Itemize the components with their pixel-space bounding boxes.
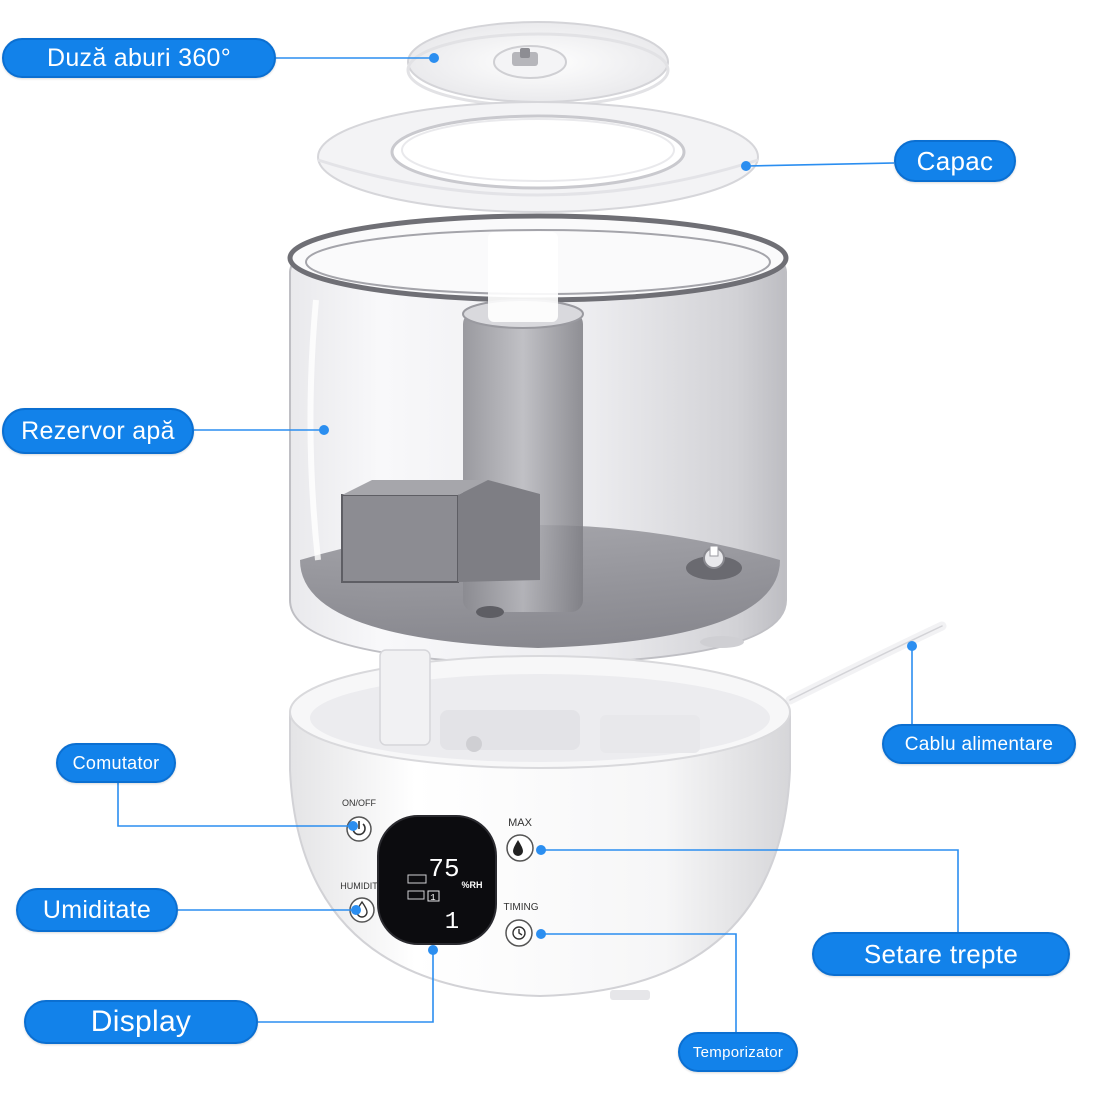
callout-label: Display [90, 1005, 192, 1038]
callout-switch: Comutator [56, 743, 176, 783]
callout-display: Display [24, 1000, 258, 1044]
callout-label: Rezervor apă [21, 416, 175, 445]
humidity-unit: %RH [461, 880, 482, 890]
humidity-label: HUMIDITY [340, 881, 384, 891]
max-label: MAX [508, 817, 533, 829]
callout-label: Comutator [72, 753, 160, 773]
timer-button[interactable] [505, 919, 533, 947]
level-readout: 1 [445, 909, 459, 936]
callout-power-cable: Cablu alimentare [882, 724, 1076, 764]
callout-humidity: Umiditate [16, 888, 178, 932]
leader-dots [319, 53, 917, 955]
callout-steam-nozzle: Duză aburi 360° [2, 38, 276, 78]
callout-timer: Temporizator [678, 1032, 798, 1072]
power-cable-outline [789, 625, 943, 701]
callout-lid: Capac [894, 140, 1016, 182]
callout-label: Umiditate [42, 895, 152, 924]
callout-label: Cablu alimentare [904, 733, 1054, 755]
lcd-display: 1 75 %RH 1 [377, 815, 497, 945]
indicator-digit: 1 [430, 893, 435, 903]
lid-part [317, 101, 759, 213]
callout-water-tank: Rezervor apă [2, 408, 194, 454]
callout-level-setting: Setare trepte [812, 932, 1070, 976]
max-button[interactable] [506, 834, 534, 862]
steam-nozzle-part [406, 21, 670, 108]
timing-label: TIMING [504, 902, 539, 913]
humidity-readout: 75 [428, 854, 459, 884]
mist-drop-icon [513, 840, 523, 856]
leader-lines [117, 57, 959, 1032]
callout-label: Duză aburi 360° [46, 43, 232, 72]
water-tank-part [287, 213, 789, 666]
callout-label: Setare trepte [863, 939, 1019, 969]
callout-label: Capac [916, 146, 994, 176]
on-off-label: ON/OFF [342, 798, 376, 808]
battery-indicator [407, 874, 427, 884]
callout-label: Temporizator [692, 1043, 784, 1061]
timer-indicator [407, 890, 425, 900]
clock-icon [512, 926, 526, 940]
